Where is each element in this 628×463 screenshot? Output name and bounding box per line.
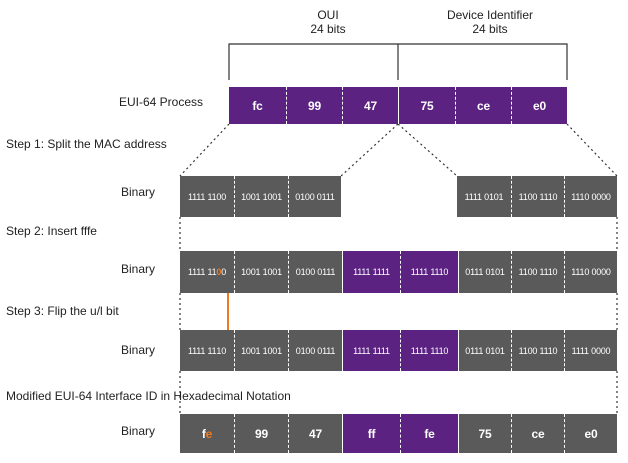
- process-byte: e0: [511, 87, 567, 124]
- fffe-hex: ff: [342, 414, 400, 453]
- hex-byte: 47: [288, 414, 342, 453]
- binary-byte: 0111 0101: [458, 251, 511, 293]
- fffe-byte: 1111 1110: [400, 330, 458, 371]
- process-byte: 47: [342, 87, 398, 124]
- hex-byte: 99: [234, 414, 288, 453]
- result-title: Modified EUI-64 Interface ID in Hexadeci…: [6, 389, 291, 403]
- binary-byte: 0100 0111: [288, 251, 342, 293]
- binary-byte: 1001 1001: [234, 330, 288, 371]
- hex-byte: ce: [511, 414, 564, 453]
- binary-byte: 1110 0000: [564, 176, 617, 217]
- binary-byte: 1100 1110: [511, 251, 564, 293]
- ul-bit: 0: [216, 267, 222, 277]
- field-bracket: [228, 43, 568, 80]
- process-byte: 75: [398, 87, 455, 124]
- flipped-hex: e: [205, 426, 213, 441]
- split-lines: [179, 123, 618, 177]
- bits-prefix: 1111 11: [187, 267, 217, 277]
- bits-suffix: 0: [221, 267, 227, 277]
- binary-byte: 1100 1110: [511, 176, 564, 217]
- hex-byte: 75: [458, 414, 511, 453]
- binary-byte: 1111 0000: [564, 330, 617, 371]
- binary-byte: 1110 0000: [564, 251, 617, 293]
- hex-byte: e0: [564, 414, 617, 453]
- fffe-byte: 1111 1111: [342, 251, 400, 293]
- step2-row-label: Binary: [121, 262, 156, 276]
- process-label: EUI-64 Process: [119, 95, 204, 109]
- device-title: Device Identifier: [446, 8, 534, 22]
- step1-left-bar: 1111 1100 1001 1001 0100 0111: [180, 176, 341, 217]
- binary-byte: 1001 1001: [234, 251, 288, 293]
- bits-prefix: 1111 11: [187, 345, 217, 356]
- step1-right-bar: 1111 0101 1100 1110 1110 0000: [457, 176, 617, 217]
- process-byte: ce: [455, 87, 511, 124]
- binary-byte: 0111 0101: [458, 330, 511, 371]
- oui-title: OUI: [317, 8, 339, 22]
- step1-row-label: Binary: [121, 185, 156, 199]
- binary-byte: 1001 1001: [234, 176, 288, 217]
- binary-byte: 0100 0111: [288, 330, 342, 371]
- step1-title: Step 1: Split the MAC address: [6, 137, 167, 151]
- binary-byte: 1111 0101: [464, 191, 504, 202]
- fffe-byte: 1111 1110: [400, 251, 458, 293]
- step3-title: Step 3: Flip the u/l bit: [6, 304, 119, 318]
- ul-bit: 1: [216, 345, 222, 356]
- oui-bits: 24 bits: [310, 22, 346, 36]
- fffe-hex: fe: [400, 414, 458, 453]
- oui-header: OUI 24 bits: [278, 8, 378, 36]
- fffe-byte: 1111 1111: [342, 330, 400, 371]
- step2-title: Step 2: Insert fffe: [6, 224, 97, 238]
- device-header: Device Identifier 24 bits: [420, 8, 560, 36]
- result-row-label: Binary: [121, 424, 156, 438]
- binary-byte: 1111 1100: [187, 191, 227, 202]
- step3-row-label: Binary: [121, 343, 156, 357]
- binary-byte: 0100 0111: [288, 176, 341, 217]
- process-byte: 99: [286, 87, 342, 124]
- bits-suffix: 0: [221, 345, 227, 356]
- binary-byte: 1100 1110: [511, 330, 564, 371]
- process-bar: fc 99 47 75 ce e0: [229, 87, 567, 124]
- hex-prefix: f: [201, 426, 206, 441]
- device-bits: 24 bits: [472, 22, 508, 36]
- row-guides: [179, 217, 618, 414]
- process-byte: fc: [252, 98, 263, 113]
